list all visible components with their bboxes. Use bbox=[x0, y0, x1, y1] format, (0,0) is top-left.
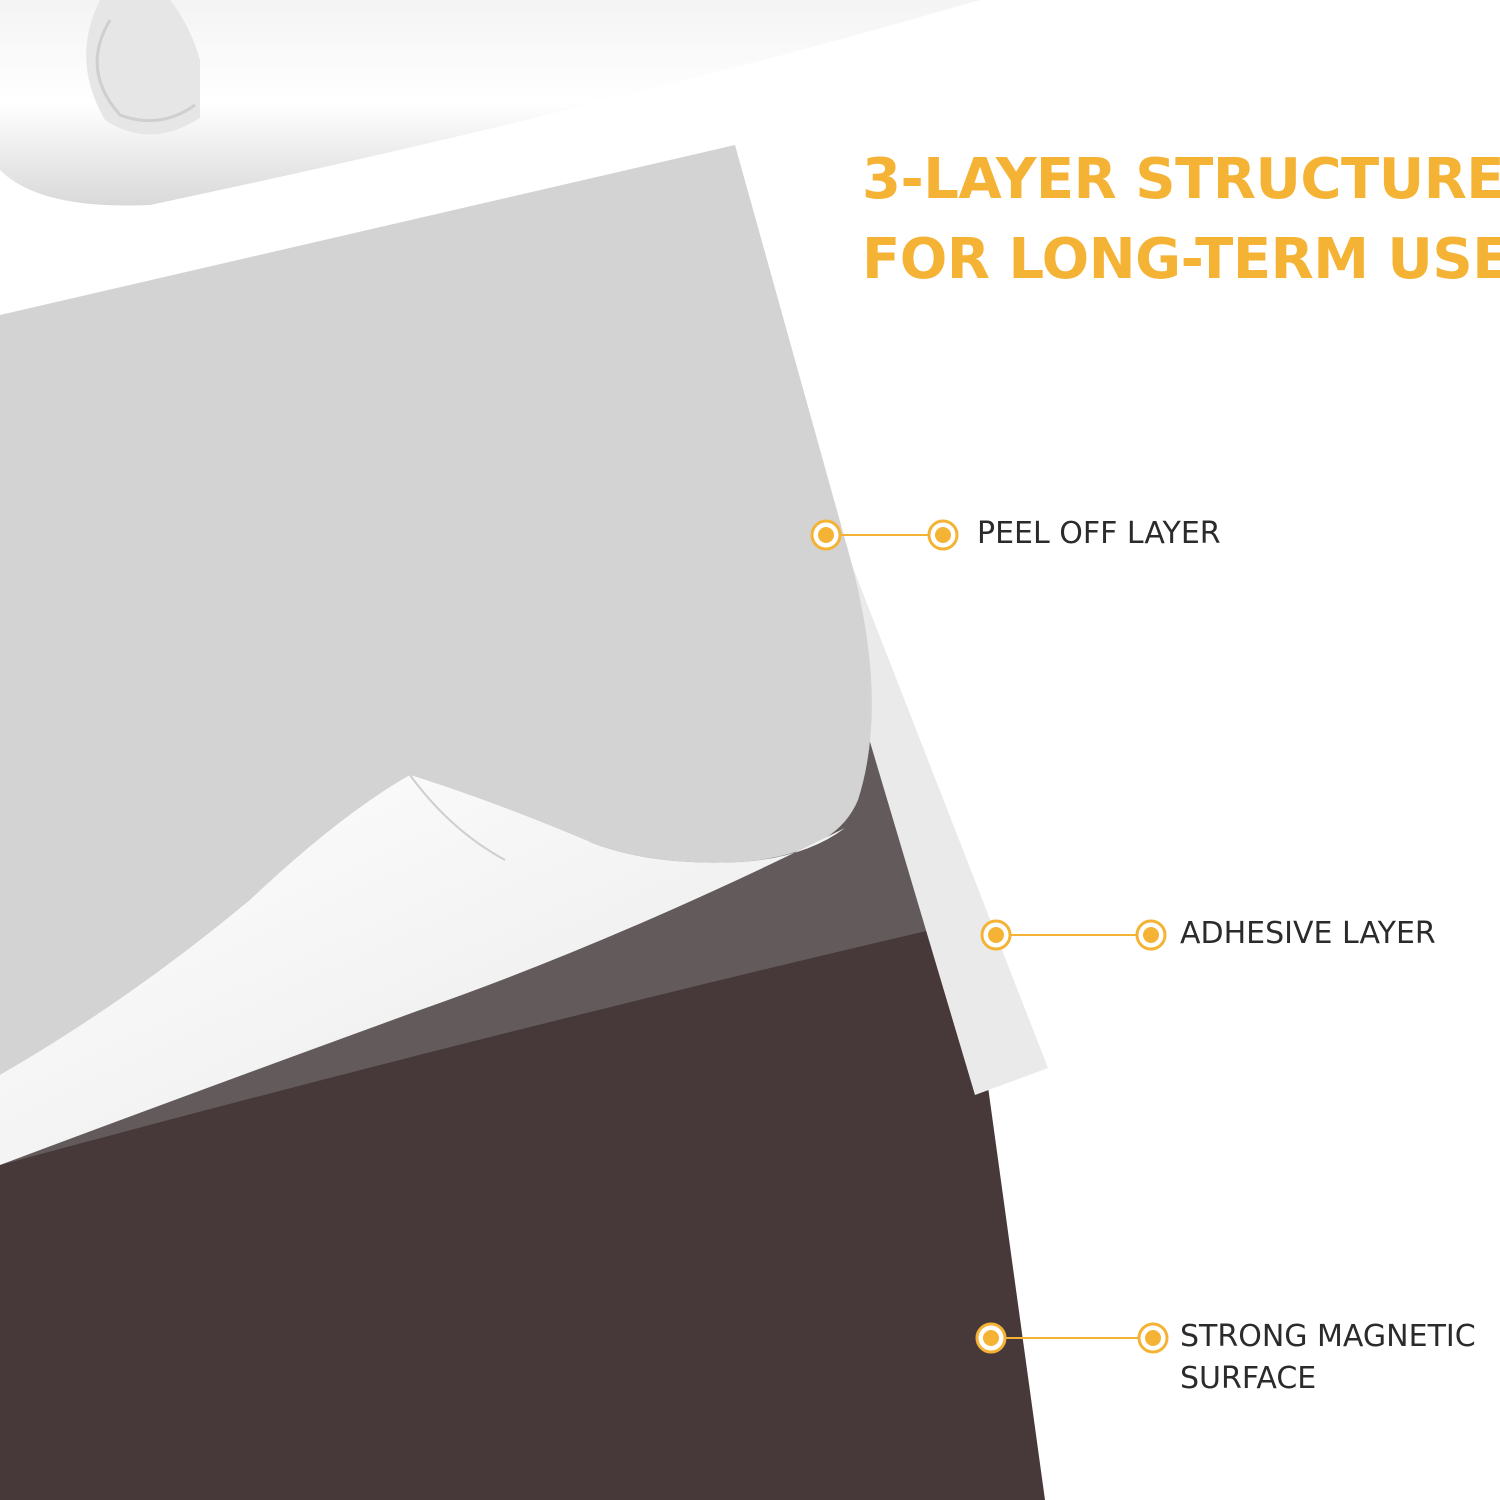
headline-line-2: FOR LONG-TERM USE bbox=[862, 227, 1500, 292]
adhesive-layer bbox=[850, 560, 1048, 1095]
headline: 3-LAYER STRUCTURE FOR LONG-TERM USE bbox=[862, 140, 1500, 300]
callout-dot-adhesive-end-core bbox=[1143, 927, 1159, 943]
magnetic-layer-lower bbox=[0, 920, 1045, 1500]
callout-label-magnetic-surface: STRONG MAGNETIC SURFACE bbox=[1180, 1316, 1476, 1400]
callout-label-magnetic-line-2: SURFACE bbox=[1180, 1361, 1317, 1396]
callout-label-magnetic-line-1: STRONG MAGNETIC bbox=[1180, 1319, 1476, 1354]
callout-label-peel-off-layer: PEEL OFF LAYER bbox=[977, 516, 1221, 551]
callout-dot-adhesive-start-core bbox=[988, 927, 1004, 943]
callout-dot-peel-start-core bbox=[818, 527, 834, 543]
callout-markers bbox=[810, 519, 1169, 1354]
callout-label-adhesive-layer: ADHESIVE LAYER bbox=[1180, 916, 1436, 951]
callout-dot-magnetic-end-core bbox=[1145, 1330, 1161, 1346]
callout-dot-peel-end-core bbox=[935, 527, 951, 543]
callout-dot-magnetic-start-core bbox=[983, 1330, 999, 1346]
headline-line-1: 3-LAYER STRUCTURE bbox=[862, 147, 1500, 212]
peeled-corner bbox=[0, 775, 845, 1165]
rolled-sheet bbox=[0, 0, 980, 206]
peel-off-layer bbox=[0, 145, 872, 1075]
